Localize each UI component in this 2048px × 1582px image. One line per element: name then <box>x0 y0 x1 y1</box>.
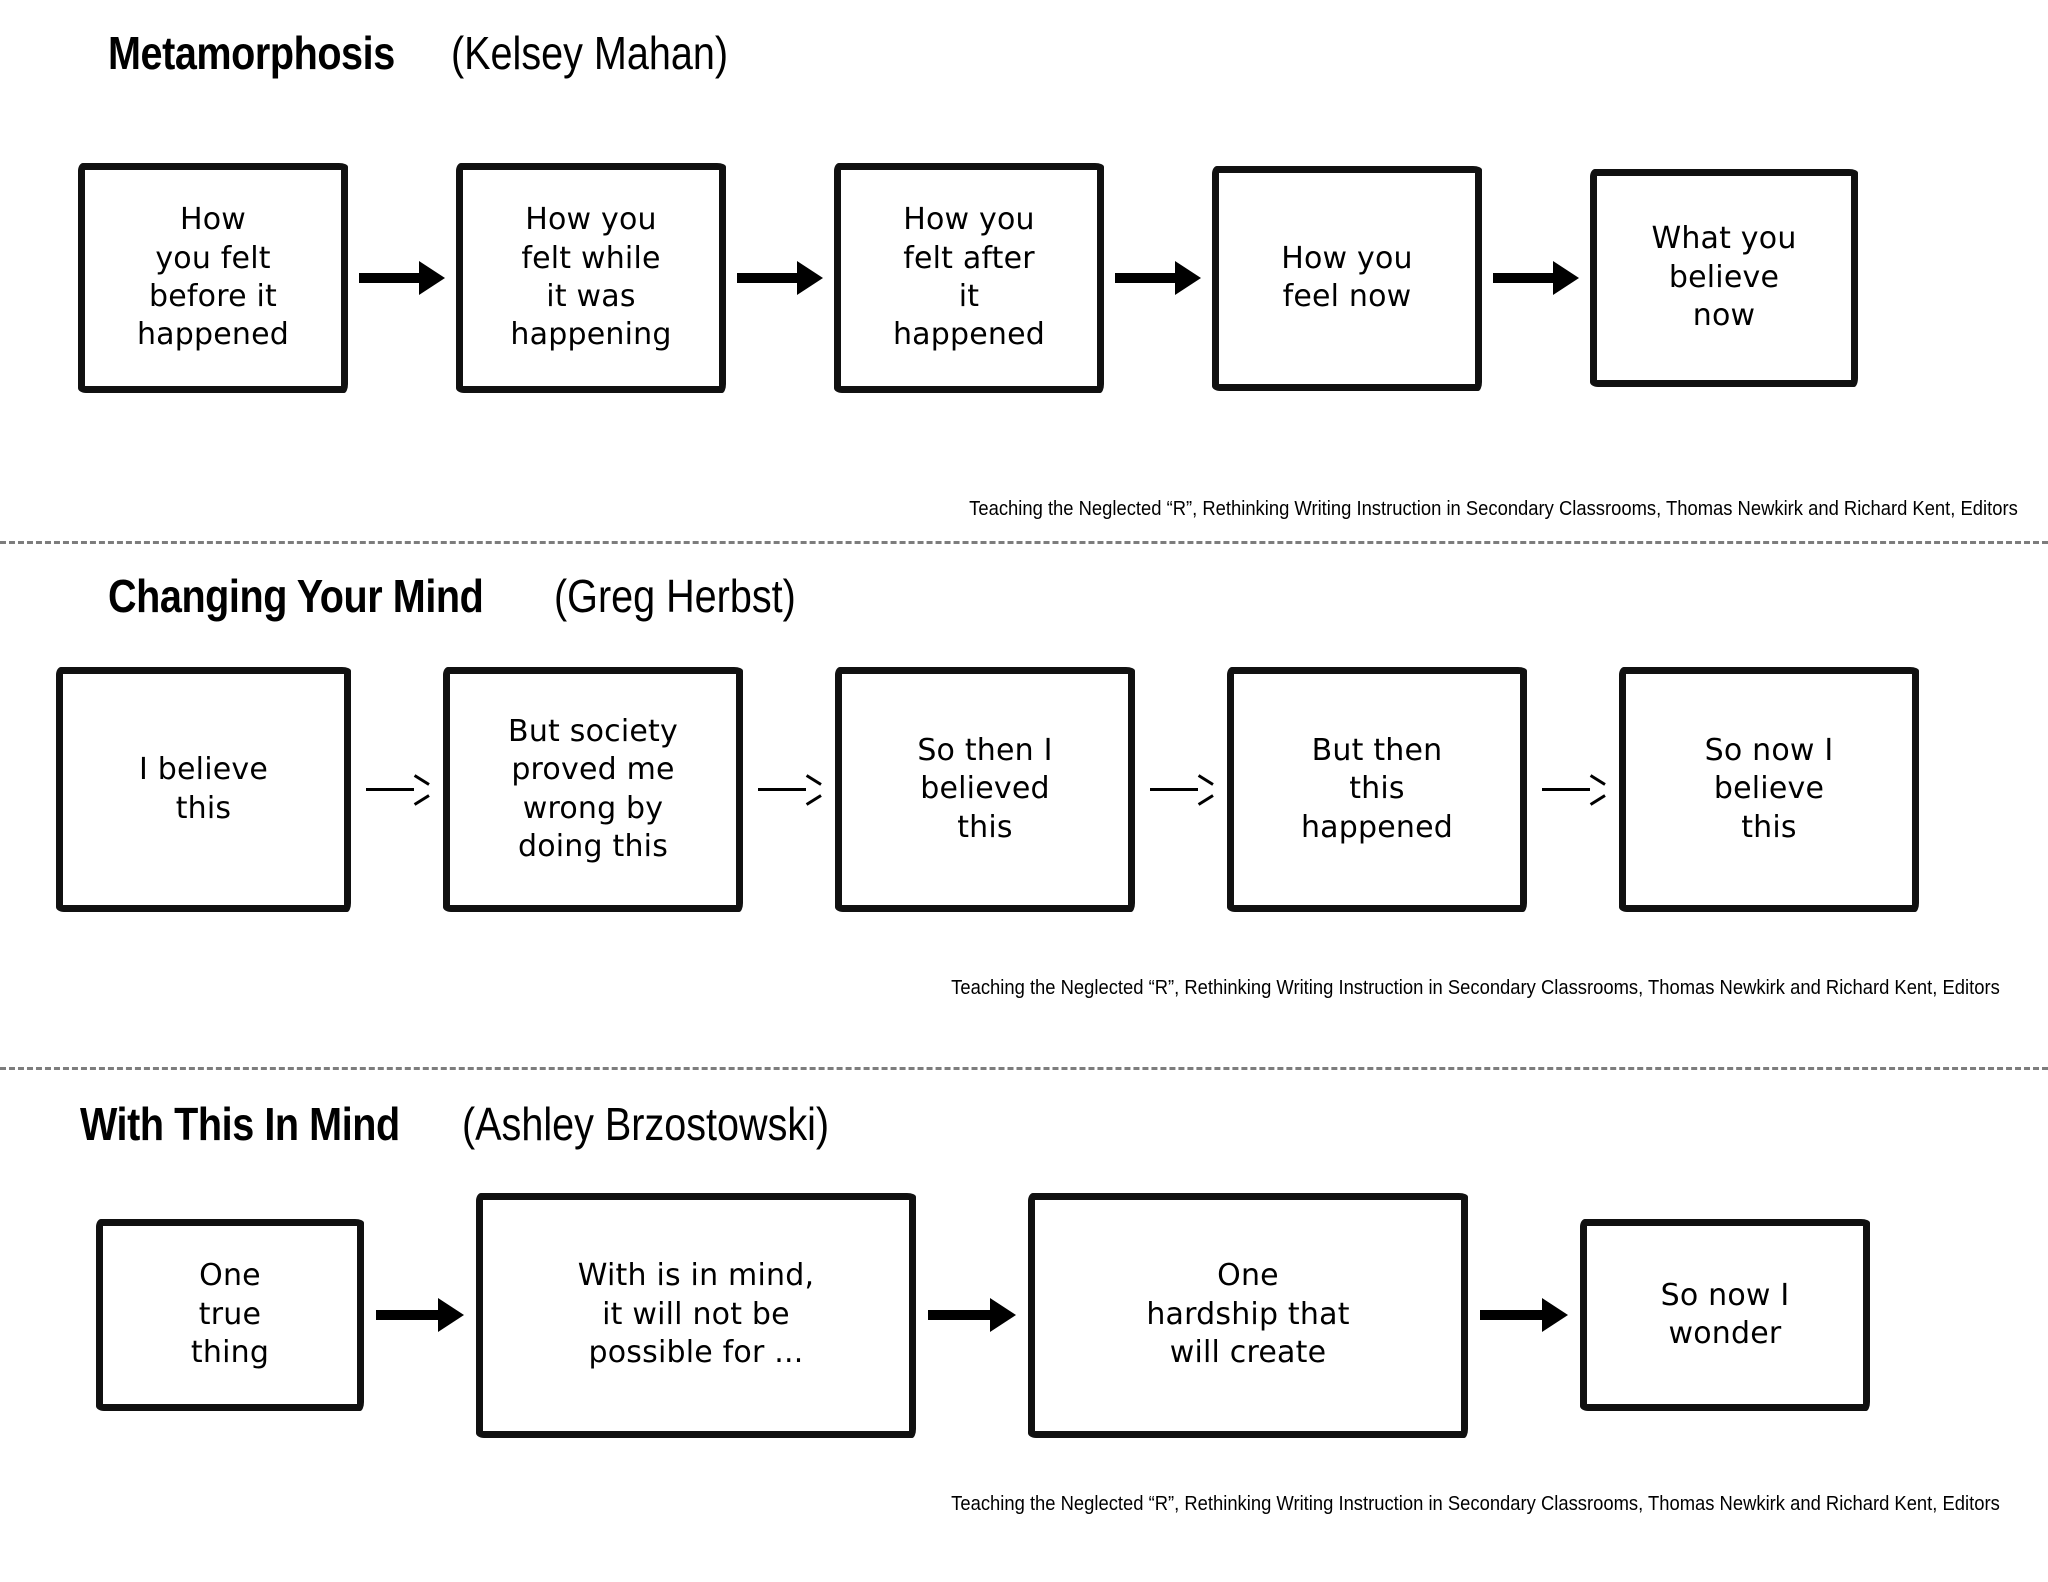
arrow-head <box>438 1298 464 1332</box>
arrow-right-icon <box>366 780 428 800</box>
flow-box-label: So now I believe this <box>1704 732 1834 845</box>
flow-box[interactable]: So then I believed this <box>835 667 1135 912</box>
arrow-shaft <box>758 788 806 791</box>
arrow-head <box>1588 781 1604 799</box>
arrow-right-icon <box>1480 1298 1568 1332</box>
arrow-right-icon <box>1115 261 1201 295</box>
section-divider <box>0 541 2048 544</box>
credit-wrap: Teaching the Neglected “R”, Rethinking W… <box>860 1493 2000 1516</box>
section-divider <box>0 1067 2048 1070</box>
section-author-text: (Ashley Brzostowski) <box>461 1098 829 1150</box>
arrow-shaft <box>1150 788 1198 791</box>
flow-box-label: I believe this <box>138 752 269 826</box>
arrow-shaft <box>928 1310 991 1320</box>
section-author-text: (Greg Herbst) <box>554 570 797 622</box>
section-title-changing-your-mind: Changing Your Mind (Greg Herbst) <box>108 573 836 619</box>
flow-box-label: But society proved me wrong by doing thi… <box>508 713 678 864</box>
flow-box[interactable]: With is in mind, it will not be possible… <box>476 1192 916 1438</box>
flow-box-label: What you believe now <box>1651 221 1797 334</box>
arrow-right-icon <box>928 1298 1016 1332</box>
flow-box[interactable]: So now I believe this <box>1619 667 1919 912</box>
arrow-shaft <box>376 1310 439 1320</box>
flow-box[interactable]: But then this happened <box>1227 667 1527 912</box>
arrow-right-icon <box>1542 780 1604 800</box>
arrow-right-icon <box>1493 261 1579 295</box>
arrow-shaft <box>359 273 420 283</box>
arrow-head <box>1196 781 1212 799</box>
flow-box[interactable]: I believe this <box>56 667 351 912</box>
arrow-shaft <box>1493 273 1554 283</box>
section-with-this-in-mind: With This In Mind (Ashley Brzostowski) On… <box>0 1071 2048 1582</box>
section-title-text: Changing Your Mind <box>108 570 484 622</box>
arrow-head <box>990 1298 1016 1332</box>
arrow-head <box>1542 1298 1568 1332</box>
credit-line: Teaching the Neglected “R”, Rethinking W… <box>969 498 2018 520</box>
flow-row-metamorphosis: How you felt before it happened How you … <box>78 163 2008 393</box>
flow-box[interactable]: But society proved me wrong by doing thi… <box>443 667 743 912</box>
flow-box-label: But then this happened <box>1300 732 1454 845</box>
arrow-head <box>419 261 445 295</box>
section-title-text: Metamorphosis <box>108 27 395 79</box>
flow-box-label: How you felt while it was happening <box>510 202 672 353</box>
section-author-text: (Kelsey Mahan) <box>451 27 729 79</box>
flow-box[interactable]: How you felt after it happened <box>834 163 1104 393</box>
arrow-head <box>1553 261 1579 295</box>
credit-line: Teaching the Neglected “R”, Rethinking W… <box>951 977 2000 999</box>
flow-box[interactable]: One true thing <box>96 1219 364 1411</box>
section-title-text: With This In Mind <box>80 1098 400 1150</box>
flow-row-changing-your-mind: I believe this But society proved me wro… <box>56 667 2016 912</box>
flow-box-label: So then I believed this <box>917 732 1053 845</box>
flow-box-label: How you feel now <box>1281 240 1413 314</box>
flow-box-label: How you felt after it happened <box>892 202 1046 353</box>
flow-box-label: So now I wonder <box>1660 1277 1790 1351</box>
section-title-metamorphosis: Metamorphosis (Kelsey Mahan) <box>108 30 774 76</box>
arrow-right-icon <box>737 261 823 295</box>
arrow-shaft <box>737 273 798 283</box>
flow-row-with-this-in-mind: One true thing With is in mind, it will … <box>96 1192 1996 1438</box>
credit-wrap: Teaching the Neglected “R”, Rethinking W… <box>860 977 2000 1000</box>
arrow-head <box>804 781 820 799</box>
section-changing-your-mind: Changing Your Mind (Greg Herbst) I believ… <box>0 545 2048 1068</box>
flow-box-label: One hardship that will create <box>1146 1258 1350 1371</box>
flow-box[interactable]: So now I wonder <box>1580 1219 1870 1411</box>
arrow-shaft <box>1542 788 1590 791</box>
arrow-right-icon <box>758 780 820 800</box>
arrow-head <box>1175 261 1201 295</box>
flow-box-label: With is in mind, it will not be possible… <box>577 1258 815 1371</box>
arrow-right-icon <box>376 1298 464 1332</box>
arrow-shaft <box>366 788 414 791</box>
section-title-with-this-in-mind: With This In Mind (Ashley Brzostowski) <box>80 1101 889 1147</box>
arrow-head <box>797 261 823 295</box>
credit-wrap: Teaching the Neglected “R”, Rethinking W… <box>878 498 2018 521</box>
flow-box-label: One true thing <box>190 1258 270 1371</box>
flow-box[interactable]: How you felt before it happened <box>78 163 348 393</box>
flow-box[interactable]: One hardship that will create <box>1028 1192 1468 1438</box>
arrow-shaft <box>1115 273 1176 283</box>
arrow-shaft <box>1480 1310 1543 1320</box>
arrow-right-icon <box>359 261 445 295</box>
flow-box[interactable]: How you feel now <box>1212 165 1482 391</box>
credit-line: Teaching the Neglected “R”, Rethinking W… <box>951 1493 2000 1515</box>
arrow-head <box>412 781 428 799</box>
arrow-right-icon <box>1150 780 1212 800</box>
flow-box[interactable]: What you believe now <box>1590 169 1858 387</box>
flow-box-label: How you felt before it happened <box>136 202 290 353</box>
section-metamorphosis: Metamorphosis (Kelsey Mahan) How you felt… <box>0 0 2048 542</box>
flow-box[interactable]: How you felt while it was happening <box>456 163 726 393</box>
